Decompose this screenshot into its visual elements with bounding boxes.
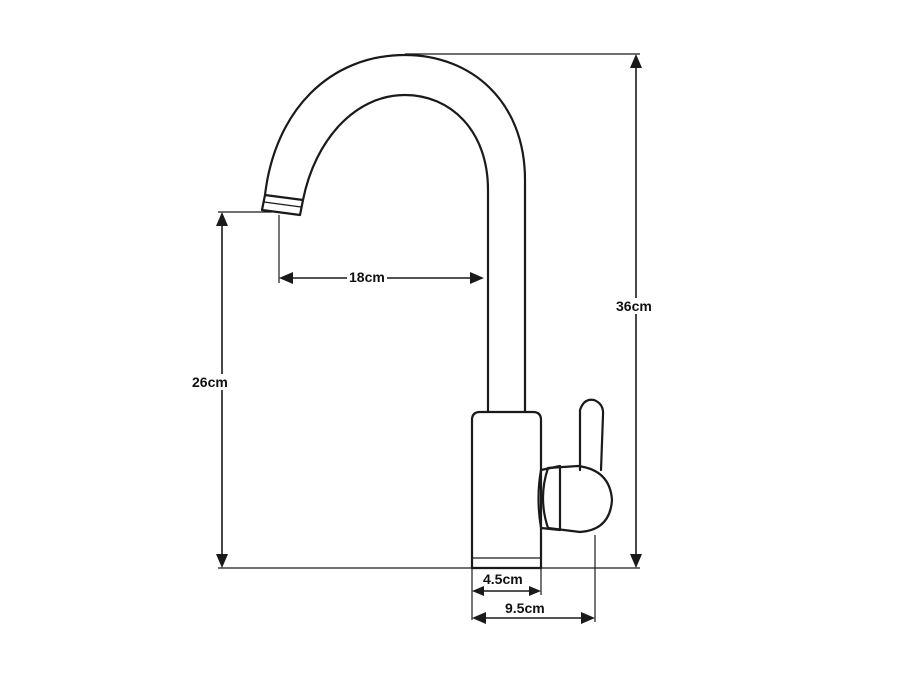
base-depth-label: 9.5cm bbox=[505, 600, 545, 616]
arrow-left-icon bbox=[472, 586, 484, 596]
handle-disc bbox=[541, 464, 614, 534]
arrow-down-icon bbox=[630, 554, 642, 568]
arrow-right-icon bbox=[581, 612, 595, 624]
arrow-right-icon bbox=[470, 272, 484, 284]
spout-height-label: 26cm bbox=[190, 374, 230, 390]
spout-reach-label: 18cm bbox=[347, 269, 387, 285]
faucet-body bbox=[470, 410, 543, 570]
aerator-ring bbox=[263, 201, 302, 208]
spout-outer-curve bbox=[263, 53, 527, 414]
arrow-left-icon bbox=[279, 272, 293, 284]
spout-inner-curve bbox=[301, 93, 490, 414]
handle-lever bbox=[578, 398, 605, 472]
base-diameter-label: 4.5cm bbox=[483, 571, 523, 587]
arrow-up-icon bbox=[216, 212, 228, 226]
total-height-label: 36cm bbox=[614, 298, 654, 314]
arrow-left-icon bbox=[472, 612, 486, 624]
arrow-down-icon bbox=[216, 554, 228, 568]
aerator bbox=[260, 193, 305, 217]
arrow-up-icon bbox=[630, 54, 642, 68]
arrow-right-icon bbox=[529, 586, 541, 596]
